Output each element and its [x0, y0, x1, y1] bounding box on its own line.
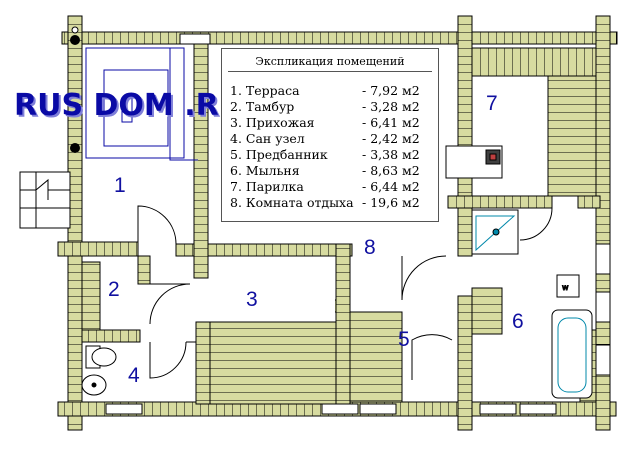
wall-wc-right — [195, 321, 211, 405]
legend-room-area: - 3,28 м2 — [362, 99, 420, 114]
svg-text:w: w — [562, 283, 569, 292]
legend-room-area: - 6,41 м2 — [362, 115, 420, 130]
bathtub — [551, 309, 593, 399]
room-legend: Экспликация помещений 1. Терраса - 7,92 … — [221, 48, 439, 222]
room-number-washroom: 6 — [512, 310, 524, 333]
room-number-terrace: 1 — [114, 174, 126, 197]
steam-room-shelves — [471, 47, 597, 197]
wall-top — [61, 31, 618, 45]
shower-tray — [471, 209, 519, 255]
room-number-vestibule: 2 — [108, 278, 120, 301]
stove — [445, 145, 503, 179]
sink — [81, 374, 107, 396]
room-number-wc: 4 — [128, 364, 140, 387]
legend-title: Экспликация помещений — [255, 55, 405, 68]
windows-bottom — [105, 403, 557, 415]
toilet — [85, 345, 117, 369]
legend-room-name: 2. Тамбур — [230, 99, 295, 114]
wall-middle — [457, 15, 473, 257]
washbasin: w — [556, 274, 580, 298]
legend-room-name: 5. Предбанник — [230, 147, 328, 162]
room-number-anteroom: 5 — [398, 328, 410, 351]
legend-room-name: 6. Мыльня — [230, 163, 300, 178]
wall-terrace-bottom — [57, 241, 139, 257]
room-number-rest-room: 8 — [364, 236, 376, 259]
room-number-hall: 3 — [246, 288, 258, 311]
wall-wc-top — [81, 329, 141, 343]
terrace-posts — [70, 26, 80, 153]
legend-room-name: 3. Прихожая — [230, 115, 315, 130]
door-swings — [137, 205, 553, 380]
wall-steam-bottom-r — [577, 195, 601, 209]
wall-hall-top — [175, 243, 353, 257]
legend-room-name: 7. Парилка — [230, 179, 304, 194]
wall-right — [595, 15, 611, 431]
legend-room-area: - 3,38 м2 — [362, 147, 420, 162]
room-fills — [211, 258, 457, 321]
wall-terrace-right — [193, 43, 209, 279]
entry-steps — [19, 171, 71, 229]
wall-middle-lower — [457, 295, 473, 431]
legend-room-name: 8. Комната отдыха — [230, 195, 354, 210]
legend-room-area: - 6,44 м2 — [362, 179, 420, 194]
room-number-steam-room: 7 — [486, 92, 498, 115]
wall-anteroom-left — [335, 243, 351, 405]
watermark-logo: RUS DOM .RU — [14, 88, 244, 123]
wall-vestibule-right — [137, 255, 151, 285]
legend-room-area: - 7,92 м2 — [362, 83, 420, 98]
legend-room-area: - 19,6 м2 — [362, 195, 420, 210]
legend-divider — [228, 71, 432, 72]
wall-steam-bottom — [447, 195, 553, 209]
legend-room-area: - 8,63 м2 — [362, 163, 420, 178]
legend-room-area: - 2,42 м2 — [362, 131, 420, 146]
terrace-window — [179, 33, 211, 45]
legend-room-name: 4. Сан узел — [230, 131, 305, 146]
terrace-table — [85, 47, 198, 161]
legend-room-name: 1. Терраса — [230, 83, 300, 98]
windows-right — [595, 243, 611, 376]
